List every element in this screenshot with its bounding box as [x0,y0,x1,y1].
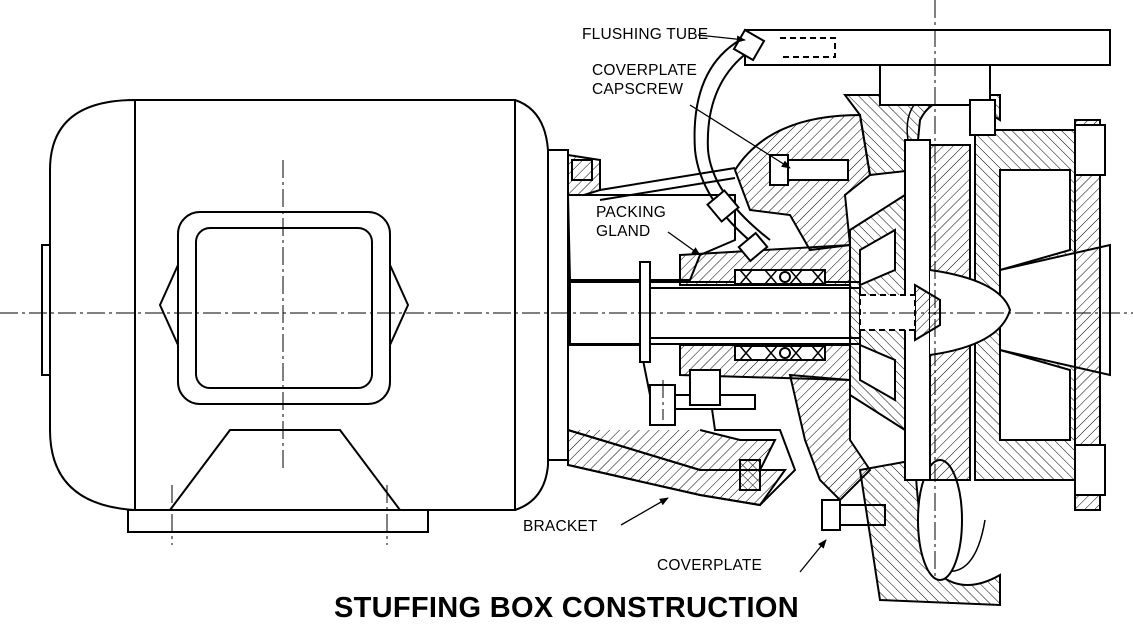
flushing-tube [693,28,771,263]
impeller [849,139,1012,481]
figure-title: STUFFING BOX CONSTRUCTION [333,592,800,624]
coverplate [733,113,886,531]
coverplate-capscrew-label: COVERPLATE CAPSCREW [592,62,697,98]
packing-gland-label: PACKING GLAND [596,204,666,240]
motor [41,98,549,533]
flushing-tube-label: FLUSHING TUBE [582,26,708,43]
coverplate-capscrew-label-line1: COVERPLATE [592,62,698,79]
coverplate-label-text: COVERPLATE [657,557,763,574]
bracket [566,167,797,507]
packing-gland-label-line1: PACKING [596,204,667,221]
motor-flange [547,149,601,461]
flushing-tube-label-text: FLUSHING TUBE [582,26,709,43]
bracket-label: BRACKET [523,518,598,535]
packing-gland-label-line2: GLAND [596,223,651,240]
leader-lines [620,34,827,573]
coverplate-capscrew-label-line2: CAPSCREW [592,81,684,98]
bracket-label-text: BRACKET [523,518,598,535]
coverplate-label: COVERPLATE [657,557,762,574]
casing [744,29,1111,607]
centerlines [0,0,1133,580]
